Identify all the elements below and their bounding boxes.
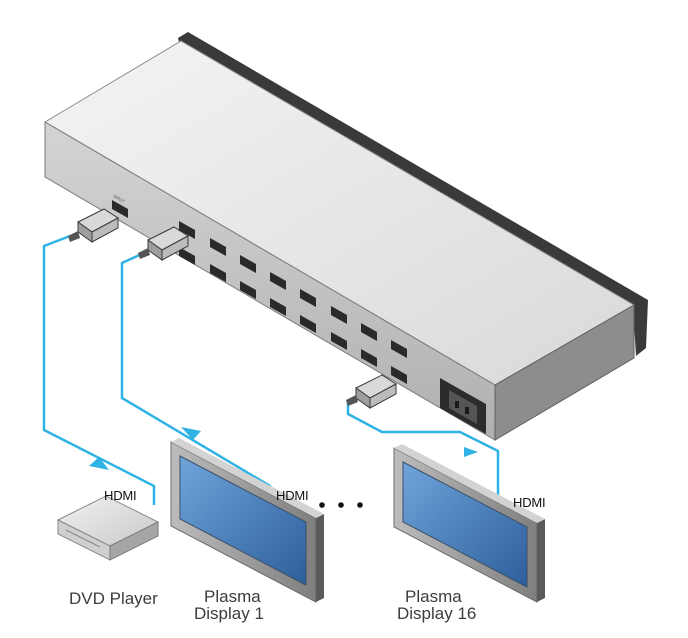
matrix-switcher: INPUT xyxy=(44,32,648,441)
power-inlet xyxy=(440,378,486,434)
plasma-16-label-line2: Display 16 xyxy=(397,604,477,623)
output-port xyxy=(240,255,256,273)
output-port xyxy=(300,289,316,307)
output-port xyxy=(391,340,407,358)
hdmi-plug-output-1 xyxy=(138,226,189,261)
ellipsis-dots xyxy=(319,502,363,508)
arrow-down-icon xyxy=(181,427,201,440)
cable-output-16 xyxy=(346,402,500,497)
output-port xyxy=(331,332,347,350)
output-port xyxy=(361,323,377,341)
dvd-player xyxy=(56,495,160,561)
plasma-screen xyxy=(179,455,307,586)
hdmi-label-plasma-1: HDMI xyxy=(276,488,309,503)
signal-arrows xyxy=(89,427,478,470)
hdmi-label-plasma-16: HDMI xyxy=(513,495,546,510)
chassis-end xyxy=(494,304,635,441)
output-port xyxy=(179,221,195,239)
output-port xyxy=(270,272,286,290)
plasma-16-label-line1: Plasma xyxy=(405,587,462,606)
output-port xyxy=(391,366,407,384)
plasma-display-16 xyxy=(393,444,545,603)
output-port xyxy=(210,238,226,256)
hdmi-plug-output-16 xyxy=(346,374,397,409)
dvd-player-label: DVD Player xyxy=(69,589,158,608)
output-port xyxy=(210,264,226,282)
hdmi-plug-input xyxy=(68,208,119,243)
input-port-label: INPUT xyxy=(113,194,126,205)
output-port xyxy=(361,349,377,367)
output-port xyxy=(331,306,347,324)
output-ports xyxy=(179,221,407,384)
arrow-right-icon xyxy=(464,447,478,457)
plasma-1-label-line1: Plasma xyxy=(204,587,261,606)
cable-dvd-input xyxy=(42,234,156,505)
arrow-up-icon xyxy=(89,457,109,470)
output-port xyxy=(179,247,195,265)
output-port xyxy=(300,315,316,333)
plasma-1-label-line2: Display 1 xyxy=(194,604,264,623)
plasma-screen xyxy=(402,461,528,588)
plasma-display-1 xyxy=(170,438,324,603)
rack-ear xyxy=(178,32,648,356)
hdmi-label-dvd: HDMI xyxy=(104,488,137,503)
output-port xyxy=(240,281,256,299)
output-port xyxy=(270,298,286,316)
input-port: INPUT xyxy=(112,194,128,218)
